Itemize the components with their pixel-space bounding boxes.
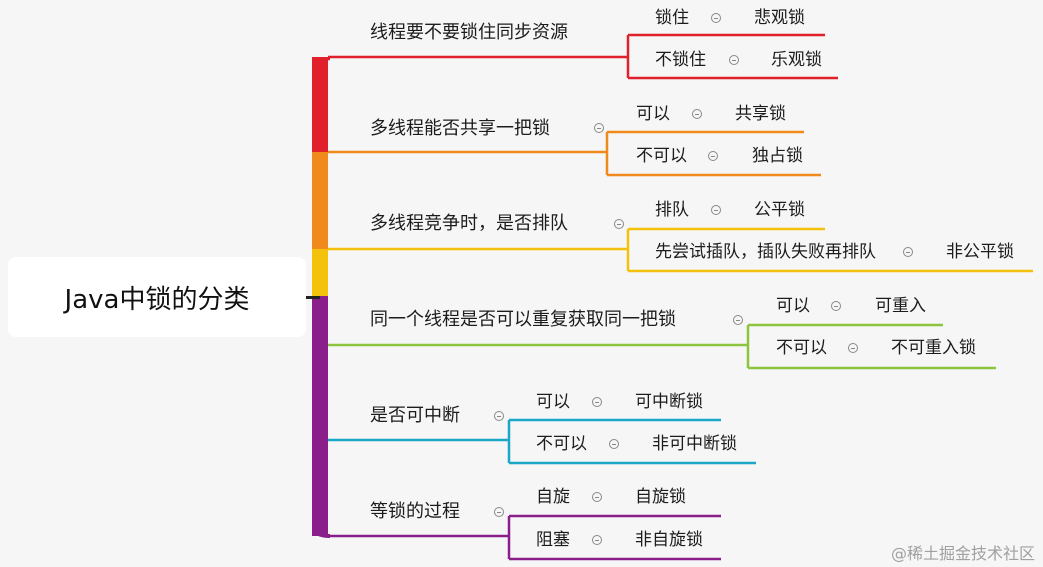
collapse-icon[interactable] xyxy=(494,507,504,517)
sub-node-label[interactable]: 不锁住 xyxy=(655,50,706,70)
leaf-node-label[interactable]: 自旋锁 xyxy=(635,487,686,507)
branch-label-5[interactable]: 是否可中断 xyxy=(370,405,460,426)
sub-node-label[interactable]: 先尝试插队，插队失败再排队 xyxy=(655,242,876,262)
collapse-icon[interactable] xyxy=(831,301,841,311)
leaf-node-label[interactable]: 公平锁 xyxy=(754,200,805,220)
trunk-segment-1 xyxy=(312,57,328,152)
leaf-node-label[interactable]: 悲观锁 xyxy=(754,8,805,28)
root-node[interactable]: Java中锁的分类 xyxy=(8,257,306,337)
collapse-icon[interactable] xyxy=(594,123,604,133)
collapse-icon[interactable] xyxy=(692,109,702,119)
collapse-icon[interactable] xyxy=(711,205,721,215)
leaf-node-label[interactable]: 独占锁 xyxy=(752,146,803,166)
collapse-icon[interactable] xyxy=(729,55,739,65)
trunk-bottom-curve xyxy=(312,524,330,538)
sub-node-label[interactable]: 不可以 xyxy=(536,434,587,454)
sub-node-label[interactable]: 可以 xyxy=(536,392,570,412)
sub-node-label[interactable]: 阻塞 xyxy=(536,530,570,550)
root-connector xyxy=(306,296,320,299)
branch-label-3[interactable]: 多线程竞争时，是否排队 xyxy=(370,213,568,234)
trunk-segment-3 xyxy=(312,249,328,296)
collapse-icon[interactable] xyxy=(614,219,624,229)
sub-node-label[interactable]: 可以 xyxy=(776,296,810,316)
collapse-icon[interactable] xyxy=(592,492,602,502)
leaf-node-label[interactable]: 乐观锁 xyxy=(771,50,822,70)
collapse-icon[interactable] xyxy=(708,151,718,161)
sub-node-label[interactable]: 不可以 xyxy=(636,146,687,166)
collapse-icon[interactable] xyxy=(592,397,602,407)
leaf-node-label[interactable]: 非可中断锁 xyxy=(652,434,737,454)
leaf-node-label[interactable]: 可重入 xyxy=(875,296,926,316)
leaf-node-label[interactable]: 不可重入锁 xyxy=(891,338,976,358)
sub-node-label[interactable]: 可以 xyxy=(636,104,670,124)
branch-label-1[interactable]: 线程要不要锁住同步资源 xyxy=(370,22,568,43)
collapse-icon[interactable] xyxy=(609,439,619,449)
leaf-node-label[interactable]: 非自旋锁 xyxy=(635,530,703,550)
trunk-segment-2 xyxy=(312,152,328,249)
branch-label-6[interactable]: 等锁的过程 xyxy=(370,501,460,522)
trunk-top-curve xyxy=(312,57,330,72)
collapse-icon[interactable] xyxy=(711,13,721,23)
collapse-icon[interactable] xyxy=(903,247,913,257)
trunk-segment-4 xyxy=(312,296,328,536)
root-label: Java中锁的分类 xyxy=(64,284,250,315)
sub-node-label[interactable]: 锁住 xyxy=(655,8,689,28)
leaf-node-label[interactable]: 可中断锁 xyxy=(635,392,703,412)
collapse-icon[interactable] xyxy=(494,411,504,421)
collapse-icon[interactable] xyxy=(733,315,743,325)
watermark: @稀土掘金技术社区 xyxy=(890,544,1035,563)
collapse-icon[interactable] xyxy=(592,535,602,545)
branch-label-4[interactable]: 同一个线程是否可以重复获取同一把锁 xyxy=(370,309,676,330)
sub-node-label[interactable]: 不可以 xyxy=(776,338,827,358)
sub-node-label[interactable]: 排队 xyxy=(655,200,689,220)
collapse-icon[interactable] xyxy=(848,343,858,353)
branch-label-2[interactable]: 多线程能否共享一把锁 xyxy=(370,118,550,139)
sub-node-label[interactable]: 自旋 xyxy=(536,487,570,507)
leaf-node-label[interactable]: 共享锁 xyxy=(735,104,786,124)
leaf-node-label[interactable]: 非公平锁 xyxy=(946,242,1014,262)
